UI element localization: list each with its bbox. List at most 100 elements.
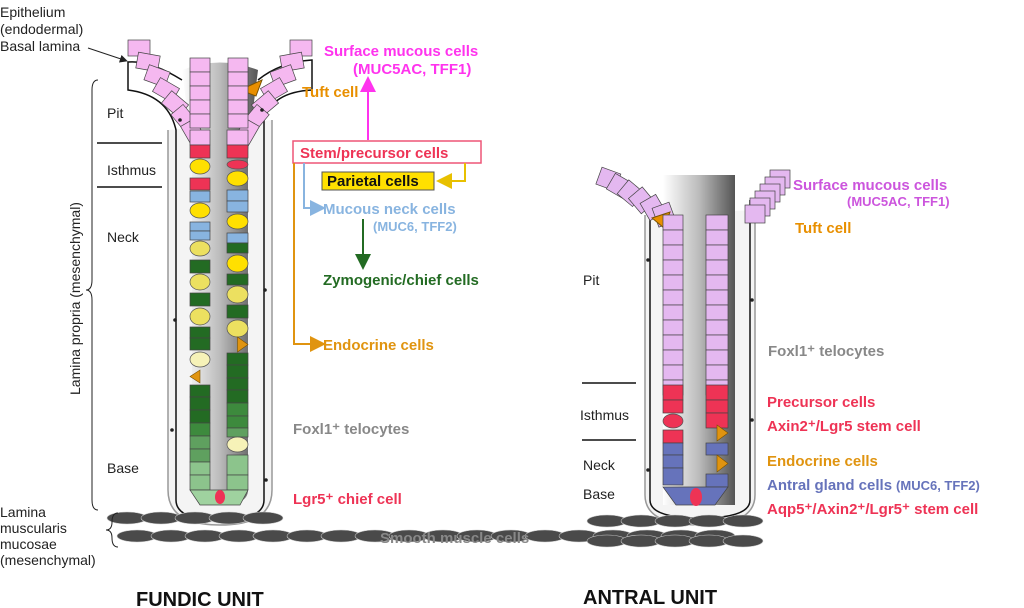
surface-mucous-cell <box>227 99 249 115</box>
fundic-mucous-neck: Mucous neck cells <box>323 201 456 218</box>
fundic-lgr5: Lgr5⁺ chief cell <box>293 491 402 508</box>
label-base: Base <box>107 460 139 476</box>
antral-telocytes: Foxl1⁺ telocytes <box>768 343 884 360</box>
stem-cell <box>226 159 249 170</box>
stem-cell <box>705 384 729 401</box>
smooth-muscle-cell <box>722 534 764 548</box>
surface-mucous-cell <box>705 244 729 261</box>
antral-title: ANTRAL UNIT <box>583 587 717 608</box>
chief-cell <box>189 409 211 424</box>
stem-cell <box>662 384 684 401</box>
chief-cell <box>226 352 249 366</box>
surface-mucous-cell <box>227 85 249 101</box>
chief-cell <box>189 396 211 411</box>
endocrine-cell <box>716 424 729 442</box>
surface-mucous-cell <box>189 99 211 115</box>
stem-cell <box>705 399 729 414</box>
chief-cell <box>189 422 211 437</box>
parietal-cell <box>226 285 249 304</box>
surface-mucous-cell <box>227 71 249 87</box>
chief-cell <box>226 242 249 254</box>
surface-mucous-cell <box>744 204 766 224</box>
chief-cell <box>189 474 211 491</box>
chief-cell <box>226 389 249 404</box>
label-lamina: Lamina <box>0 504 46 520</box>
chief-cell <box>226 304 249 319</box>
stem-cell <box>226 144 249 159</box>
surface-mucous-cell <box>189 71 211 87</box>
chief-cell <box>226 454 249 476</box>
fundic-parietal: Parietal cells <box>327 173 419 190</box>
surface-mucous-cell <box>705 274 729 291</box>
surface-mucous-cell <box>189 57 211 73</box>
surface-mucous-cell <box>705 259 729 276</box>
endocrine-cell <box>237 336 249 353</box>
surface-mucous-cell <box>662 214 684 231</box>
label-isthmus: Isthmus <box>107 162 156 178</box>
surface-mucous-cell <box>662 319 684 336</box>
chief-cell <box>189 326 211 339</box>
smooth-muscle-label: Smooth muscle cells <box>380 530 529 547</box>
fundic-stem: Stem/precursor cells <box>300 145 448 162</box>
stem-cell <box>662 429 684 444</box>
surface-mucous-cell <box>662 334 684 351</box>
chief-cell <box>226 427 249 438</box>
parietal-cell <box>189 240 211 257</box>
antral-aqp5: Aqp5⁺/Axin2⁺/Lgr5⁺ stem cell <box>767 501 978 518</box>
antral-gland-cell <box>662 454 684 469</box>
parietal-cell <box>189 351 211 368</box>
parietal-cell <box>189 307 211 326</box>
telocyte-nucleus <box>646 468 650 472</box>
endocrine-cell <box>716 454 729 473</box>
telocyte-nucleus <box>178 118 182 122</box>
telocyte-nucleus <box>173 318 177 322</box>
parietal-cell <box>226 436 249 453</box>
chief-cell <box>189 292 211 307</box>
antral-axin2: Axin2⁺/Lgr5 stem cell <box>767 418 921 435</box>
fundic-title: FUNDIC UNIT <box>136 589 264 608</box>
stem-cell <box>662 413 684 429</box>
antral-gland-cells: Antral gland cells(MUC6, TFF2) <box>767 477 980 494</box>
fundic-endocrine: Endocrine cells <box>323 337 434 354</box>
surface-mucous-cell <box>662 364 684 381</box>
telocyte-nucleus <box>646 258 650 262</box>
label-mucosae: mucosae <box>0 536 57 552</box>
parietal-cell <box>226 170 249 187</box>
surface-mucous-cell <box>226 129 249 146</box>
parietal-cell <box>189 273 211 291</box>
fundic-neck-markers: (MUC6, TFF2) <box>373 219 457 234</box>
antral-tuft: Tuft cell <box>795 220 851 237</box>
surface-mucous-cell <box>227 113 249 129</box>
surface-mucous-cell <box>705 319 729 336</box>
chief-cell <box>189 448 211 463</box>
surface-mucous-cell <box>705 229 729 246</box>
telocyte-nucleus <box>263 288 267 292</box>
chief-cell <box>226 364 249 379</box>
parietal-cell <box>189 202 211 219</box>
smooth-muscle-layer <box>106 511 764 548</box>
surface-mucous-cell <box>662 304 684 321</box>
surface-mucous-cell <box>705 304 729 321</box>
stem-cell <box>662 399 684 414</box>
label-mesenchymal: (mesenchymal) <box>0 552 96 568</box>
chief-cell <box>226 402 249 417</box>
chief-cell <box>226 415 249 429</box>
chief-cell <box>189 259 211 274</box>
telocyte-nucleus <box>260 108 264 112</box>
telocyte-nucleus <box>170 428 174 432</box>
chief-cell <box>226 474 249 491</box>
surface-mucous-cell <box>662 259 684 276</box>
basal-lamina-pointer <box>87 47 128 63</box>
arrow-to-parietal <box>436 163 466 189</box>
fundic-telocytes: Foxl1⁺ telocytes <box>293 421 409 438</box>
stem-box <box>292 140 482 164</box>
chief-cell <box>189 435 211 450</box>
surface-mucous-cell <box>227 57 249 73</box>
label-muscularis: muscularis <box>0 520 67 536</box>
mucous-neck-cell <box>189 221 211 232</box>
antral-isthmus: Isthmus <box>580 407 629 423</box>
fundic-surface-mucous: Surface mucous cells <box>324 43 478 60</box>
parietal-cell <box>226 254 249 273</box>
surface-mucous-cell <box>705 214 729 231</box>
